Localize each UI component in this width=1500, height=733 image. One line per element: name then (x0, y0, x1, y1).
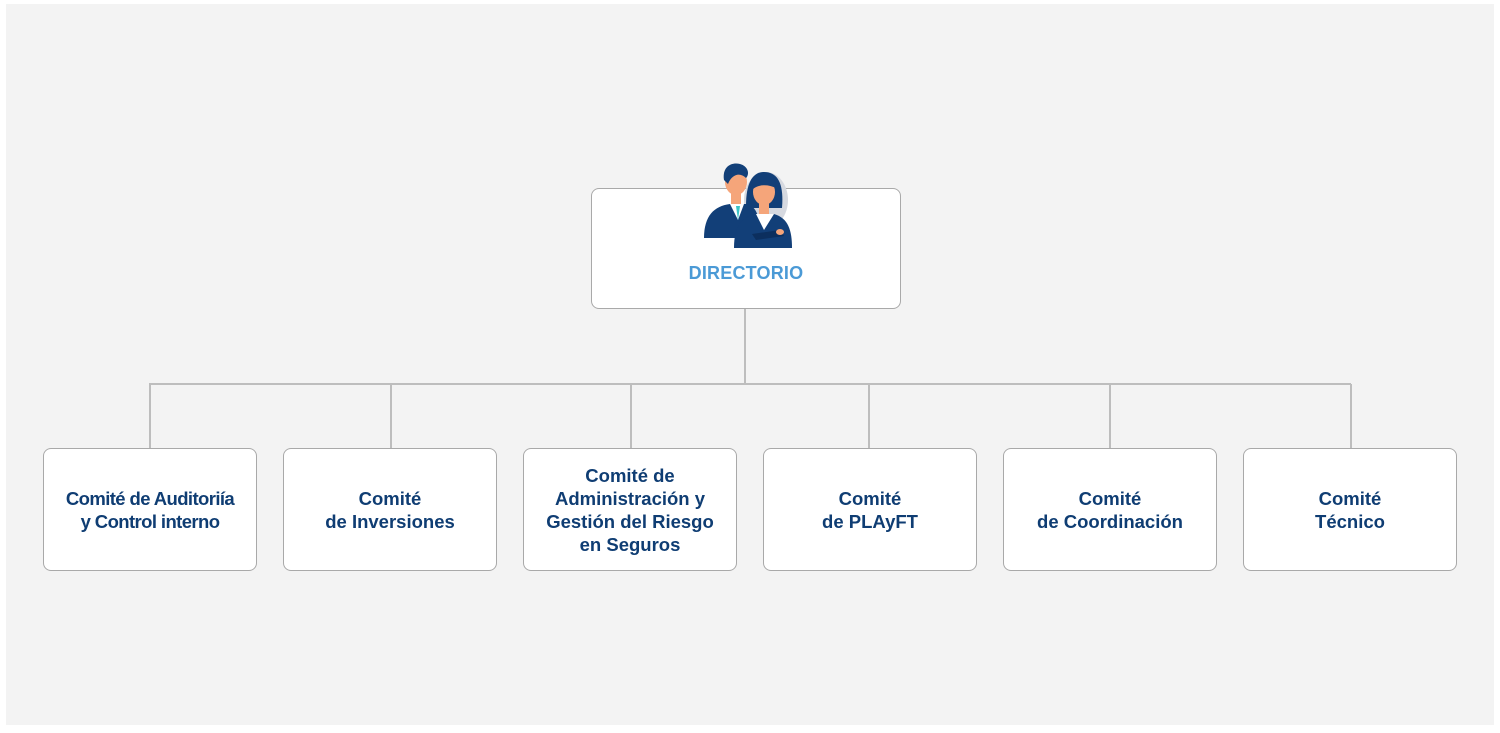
child-node-label: Comité de PLAyFT (822, 487, 918, 532)
root-node-label: DIRECTORIO (688, 263, 804, 283)
child-node-inversiones: Comité de Inversiones (283, 448, 497, 571)
child-node-auditoria: Comité de Auditoriía y Control interno (43, 448, 257, 571)
child-node-tecnico: Comité Técnico (1243, 448, 1457, 571)
child-node-label: Comité de Auditoriía y Control interno (65, 487, 235, 532)
child-node-administracion-riesgo: Comité de Administración y Gestión del R… (523, 448, 737, 571)
child-node-playft: Comité de PLAyFT (763, 448, 977, 571)
diagram-background (6, 4, 1494, 725)
child-node-label: Comité de Administración y Gestión del R… (546, 464, 714, 555)
child-node-coordinacion: Comité de Coordinación (1003, 448, 1217, 571)
child-node-label: Comité Técnico (1315, 487, 1385, 532)
child-node-label: Comité de Coordinación (1037, 487, 1183, 532)
people-icon (704, 163, 792, 248)
child-node-label: Comité de Inversiones (325, 487, 455, 532)
